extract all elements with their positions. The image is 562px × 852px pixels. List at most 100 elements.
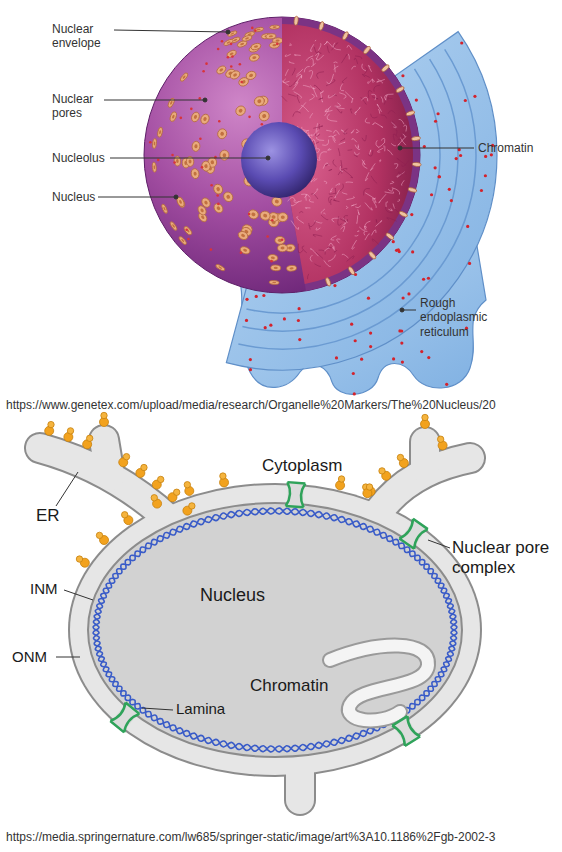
surface-dot <box>261 123 264 126</box>
pore-ring <box>227 30 238 37</box>
ribosome-dot <box>335 356 338 359</box>
ribosome-small <box>86 435 92 441</box>
chromatin-fiber <box>403 134 406 137</box>
chromatin-fiber <box>341 168 347 169</box>
ribosome-dot <box>415 98 418 101</box>
surface-dot <box>248 213 251 216</box>
pore-center <box>193 171 197 176</box>
surface-dot <box>270 260 273 263</box>
pore-center <box>290 267 294 270</box>
ribosome-dot <box>458 148 461 151</box>
chromatin-fiber <box>316 133 324 141</box>
chromatin-fiber <box>355 107 360 113</box>
nuclear-pore <box>242 35 253 42</box>
pore-center <box>271 256 275 259</box>
pore-ring <box>216 128 228 140</box>
chromatin-fiber <box>309 199 314 202</box>
chromatin-fiber <box>328 148 332 150</box>
chromatin-fiber <box>387 217 397 221</box>
chromatin-fiber <box>346 206 348 209</box>
chromatin-fiber <box>374 85 380 92</box>
chromatin-fiber <box>386 95 387 100</box>
chromatin-fiber <box>356 129 359 133</box>
pore-center <box>194 144 198 148</box>
ribosome <box>119 453 130 466</box>
nuclear-pore <box>152 162 157 172</box>
chromatin-fiber <box>333 200 339 202</box>
chromatin-fiber <box>352 240 357 249</box>
er-tube-outline <box>104 440 110 476</box>
ribosome-dot <box>480 189 483 192</box>
chromatin-fiber <box>335 190 340 198</box>
ribosome-small <box>76 556 82 562</box>
chromatin-fiber <box>285 54 291 56</box>
chromatin-fiber <box>294 54 301 56</box>
chromatin-fiber <box>315 40 317 41</box>
chromatin-fiber <box>355 235 359 237</box>
ribosome-small <box>189 503 195 509</box>
chromatin-fiber <box>372 79 374 83</box>
pore-center <box>276 39 280 41</box>
surface-dot <box>157 159 160 162</box>
chromatin-fiber <box>397 199 399 201</box>
surface-dot <box>210 184 213 187</box>
chromatin-fiber <box>362 160 365 165</box>
chromatin-fiber <box>304 66 309 72</box>
pore-center <box>200 215 205 220</box>
nuclear-pore <box>253 95 266 107</box>
pore-opening <box>400 519 428 549</box>
pore-ring <box>234 104 247 117</box>
ribosome-dot <box>353 392 356 395</box>
chromatin-fiber <box>365 221 371 227</box>
ribosome <box>397 454 408 467</box>
chromatin-fiber <box>371 114 378 118</box>
chromatin-fiber <box>362 135 366 141</box>
pore-ring <box>277 244 287 251</box>
pore-center <box>219 68 224 72</box>
pore-section <box>408 187 418 193</box>
pore-ring <box>190 111 201 123</box>
chromatin-fiber <box>313 126 323 128</box>
chromatin-fiber <box>335 103 341 107</box>
chromatin-fiber <box>342 254 348 258</box>
nuclear-pore <box>269 42 279 49</box>
chromatin-fiber <box>329 136 336 141</box>
chromatin-fiber <box>319 98 323 100</box>
pore-center <box>271 215 275 219</box>
chromatin-fiber <box>362 74 370 77</box>
ribosome <box>220 473 229 487</box>
pore-center <box>269 35 273 37</box>
ribosome-dot <box>398 250 401 253</box>
part-label: Nuclear envelope <box>52 22 116 51</box>
pore-section <box>398 210 408 218</box>
chromatin-fiber <box>388 188 393 191</box>
ribosome-dot <box>298 338 301 341</box>
pore-ring <box>220 150 229 160</box>
chromatin-fiber <box>321 209 325 213</box>
pore-center <box>263 213 268 217</box>
nuclear-pore <box>178 236 187 246</box>
surface-dot <box>281 239 284 242</box>
chromatin-fiber <box>365 193 375 199</box>
surface-dot <box>230 65 233 68</box>
pore-ring <box>242 35 253 42</box>
chromatin-fiber <box>357 215 358 223</box>
pore-ring <box>161 203 169 214</box>
chromatin-fiber <box>313 235 322 237</box>
pore-section <box>411 136 420 141</box>
part-label: Lamina <box>176 700 225 718</box>
chromatin-fiber <box>376 140 379 147</box>
ribosome <box>184 482 194 496</box>
perinuclear-space <box>70 485 480 775</box>
pore-center <box>220 131 225 136</box>
leader-dot <box>203 98 207 102</box>
chromatin-fiber <box>347 256 355 262</box>
pore-opening <box>287 481 305 508</box>
chromatin-fiber <box>338 148 340 156</box>
part-label: Rough endoplasmic reticulum <box>420 296 500 339</box>
chromatin-fiber <box>390 181 394 184</box>
pore-ring <box>174 156 181 166</box>
pore-ring <box>167 97 175 108</box>
pore-ring <box>229 69 241 80</box>
chromatin-fiber <box>381 138 385 142</box>
